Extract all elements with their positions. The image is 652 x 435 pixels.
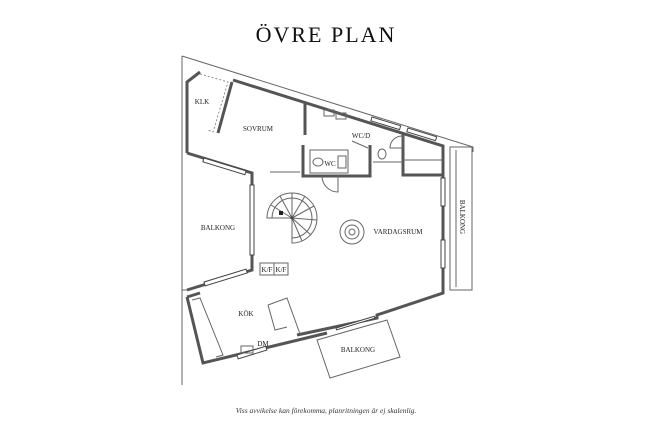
klk-closet [199, 73, 229, 133]
outer-boundary [181, 55, 474, 385]
kf-closets [259, 262, 289, 276]
kitchen [191, 297, 301, 358]
room-label-balkong-right: BALKONG [458, 200, 466, 234]
spiral-staircase-icon [266, 192, 318, 244]
plan-title: ÖVRE PLAN [256, 22, 397, 47]
room-label-wc-d: WC/D [352, 132, 370, 140]
room-label-kok: KÖK [238, 310, 253, 318]
door-swing-icon [321, 175, 339, 193]
room-label-wc: WC [324, 160, 336, 168]
room-label-klk: KLK [195, 98, 209, 106]
walls [185, 70, 445, 365]
room-label-sovrum: SOVRUM [243, 125, 274, 133]
room-label-kf-1: K/F [262, 266, 273, 274]
sink-icon [337, 155, 347, 169]
room-label-balkong-bottom: BALKONG [341, 346, 375, 354]
windows [202, 116, 446, 360]
toilet-icon [377, 148, 387, 160]
sink-icon [240, 345, 254, 354]
room-label-dm: DM [257, 340, 269, 348]
room-label-kf-2: K/F [276, 266, 287, 274]
bathroom-block [270, 109, 443, 193]
sink-icon [335, 112, 347, 120]
room-label-balkong-left: BALKONG [201, 224, 235, 232]
room-label-vardagsrum: VARDAGSRUM [374, 228, 424, 236]
right-balcony [449, 146, 473, 291]
sink-icon [323, 109, 335, 117]
door-swing-icon [389, 135, 404, 149]
toilet-icon [312, 157, 324, 167]
disclaimer-note: Viss avvikelse kan förekomma, planritnin… [236, 406, 417, 415]
fireplace-icon [339, 219, 365, 245]
bottom-balcony [316, 319, 401, 379]
